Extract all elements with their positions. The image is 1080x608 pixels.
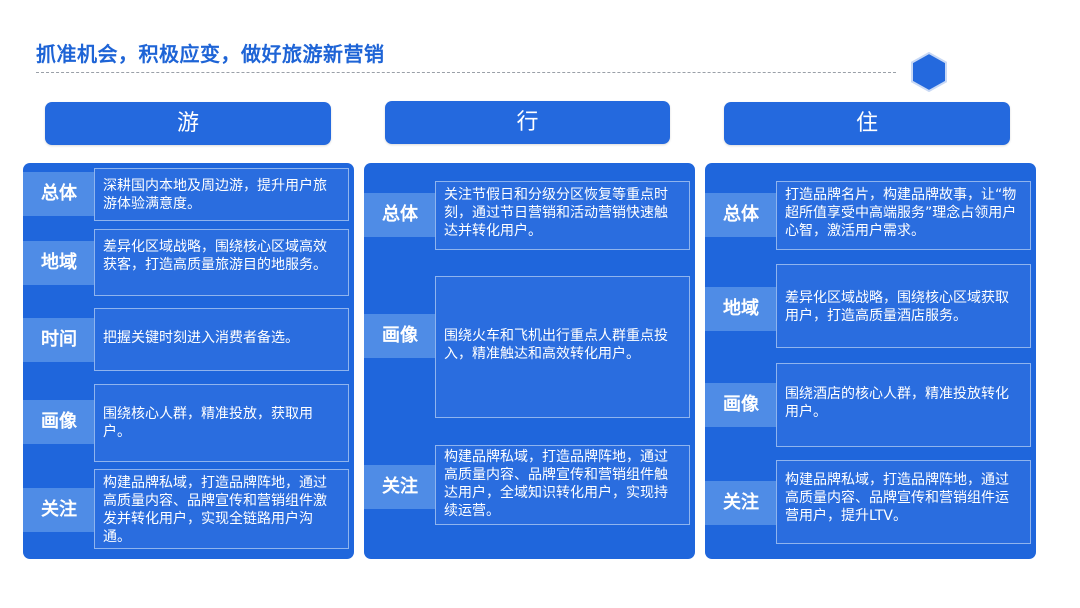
row-text: 构建品牌私域，打造品牌阵地，通过高质量内容、品牌宣传和营销组件运营用户，提升LT… (776, 460, 1031, 544)
row-label: 时间 (23, 318, 95, 362)
column-header-you: 游 (45, 102, 331, 145)
panel-zhu: 总体 打造品牌名片，构建品牌故事，让“物超所值享受中高端服务”理念占领用户心智，… (705, 163, 1036, 559)
page-title: 抓准机会，积极应变，做好旅游新营销 (36, 42, 385, 66)
row-label: 总体 (23, 172, 95, 216)
row-label: 画像 (705, 383, 777, 427)
row-text: 围绕核心人群，精准投放，获取用户。 (94, 384, 349, 462)
row-label: 关注 (364, 465, 436, 509)
hexagon-icon (911, 52, 947, 92)
row-label: 画像 (364, 314, 436, 358)
row-label: 关注 (705, 481, 777, 525)
row-text: 关注节假日和分级分区恢复等重点时刻，通过节日营销和活动营销快速触达并转化用户。 (435, 181, 690, 250)
row-text: 深耕国内本地及周边游，提升用户旅游体验满意度。 (94, 168, 349, 221)
title-divider (36, 72, 896, 73)
panel-xing: 总体 关注节假日和分级分区恢复等重点时刻，通过节日营销和活动营销快速触达并转化用… (364, 163, 695, 559)
row-label: 地域 (705, 287, 777, 331)
row-label: 画像 (23, 400, 95, 444)
row-text: 围绕火车和飞机出行重点人群重点投入，精准触达和高效转化用户。 (435, 276, 690, 418)
row-text: 围绕酒店的核心人群，精准投放转化用户。 (776, 363, 1031, 447)
row-label: 总体 (705, 193, 777, 237)
row-text: 构建品牌私域，打造品牌阵地，通过高质量内容、品牌宣传和营销组件触达用户，全域知识… (435, 445, 690, 525)
column-header-zhu: 住 (724, 102, 1010, 145)
row-label: 关注 (23, 488, 95, 532)
row-label: 地域 (23, 241, 95, 285)
row-label: 总体 (364, 193, 436, 237)
row-text: 差异化区域战略，围绕核心区域获取用户，打造高质量酒店服务。 (776, 264, 1031, 348)
column-header-xing: 行 (385, 101, 670, 144)
row-text: 把握关键时刻进入消费者备选。 (94, 308, 349, 371)
row-text: 构建品牌私域，打造品牌阵地，通过高质量内容、品牌宣传和营销组件激发并转化用户，实… (94, 469, 349, 549)
panel-you: 总体 深耕国内本地及周边游，提升用户旅游体验满意度。 地域 差异化区域战略，围绕… (23, 163, 354, 559)
row-text: 差异化区域战略，围绕核心区域高效获客，打造高质量旅游目的地服务。 (94, 229, 349, 296)
row-text: 打造品牌名片，构建品牌故事，让“物超所值享受中高端服务”理念占领用户心智，激活用… (776, 181, 1031, 250)
